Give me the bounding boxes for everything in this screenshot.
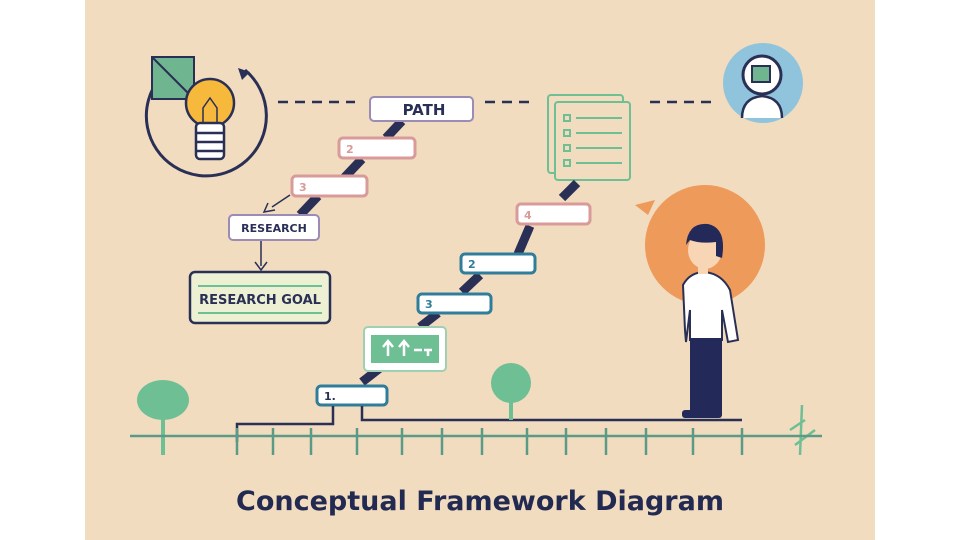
stair-connectors [296,117,581,386]
right-step-4: 4 [515,202,592,226]
right-step-1: 1. [315,384,389,407]
diagram-title: Conceptual Framework Diagram [236,486,724,517]
svg-text:3: 3 [425,298,433,311]
research-goal-box: RESEARCH GOAL [188,270,332,325]
svg-text:4: 4 [524,209,532,222]
left-step-3: 3 [290,174,369,198]
checklist-icon [547,94,631,181]
ground-line [130,428,822,455]
path-label: PATH [403,101,446,119]
arrow-icon [262,194,291,213]
arrow-down-icon [254,241,268,272]
right-step-3: 3 [416,292,493,315]
research-box: RESEARCH [228,214,320,241]
lightbulb-icon [144,56,268,178]
svg-text:3: 3 [299,181,307,194]
right-step-2: 2 [459,252,537,275]
person-figure [635,185,765,418]
svg-text:2: 2 [468,258,476,271]
arrows-sign-icon [363,326,447,372]
svg-text:1.: 1. [324,390,336,403]
diagram-canvas: PATH 2 3 RESEARCH RESEARCH GOAL 4 2 3 1. [85,0,875,540]
svg-text:2: 2 [346,143,354,156]
research-label: RESEARCH [241,222,307,235]
left-step-2: 2 [337,136,417,160]
person-avatar-icon [723,43,803,123]
diagram-svg: PATH 2 3 RESEARCH RESEARCH GOAL 4 2 3 1. [130,43,822,517]
path-box: PATH [369,96,474,122]
tree-icon [137,363,816,456]
research-goal-label: RESEARCH GOAL [199,293,321,308]
